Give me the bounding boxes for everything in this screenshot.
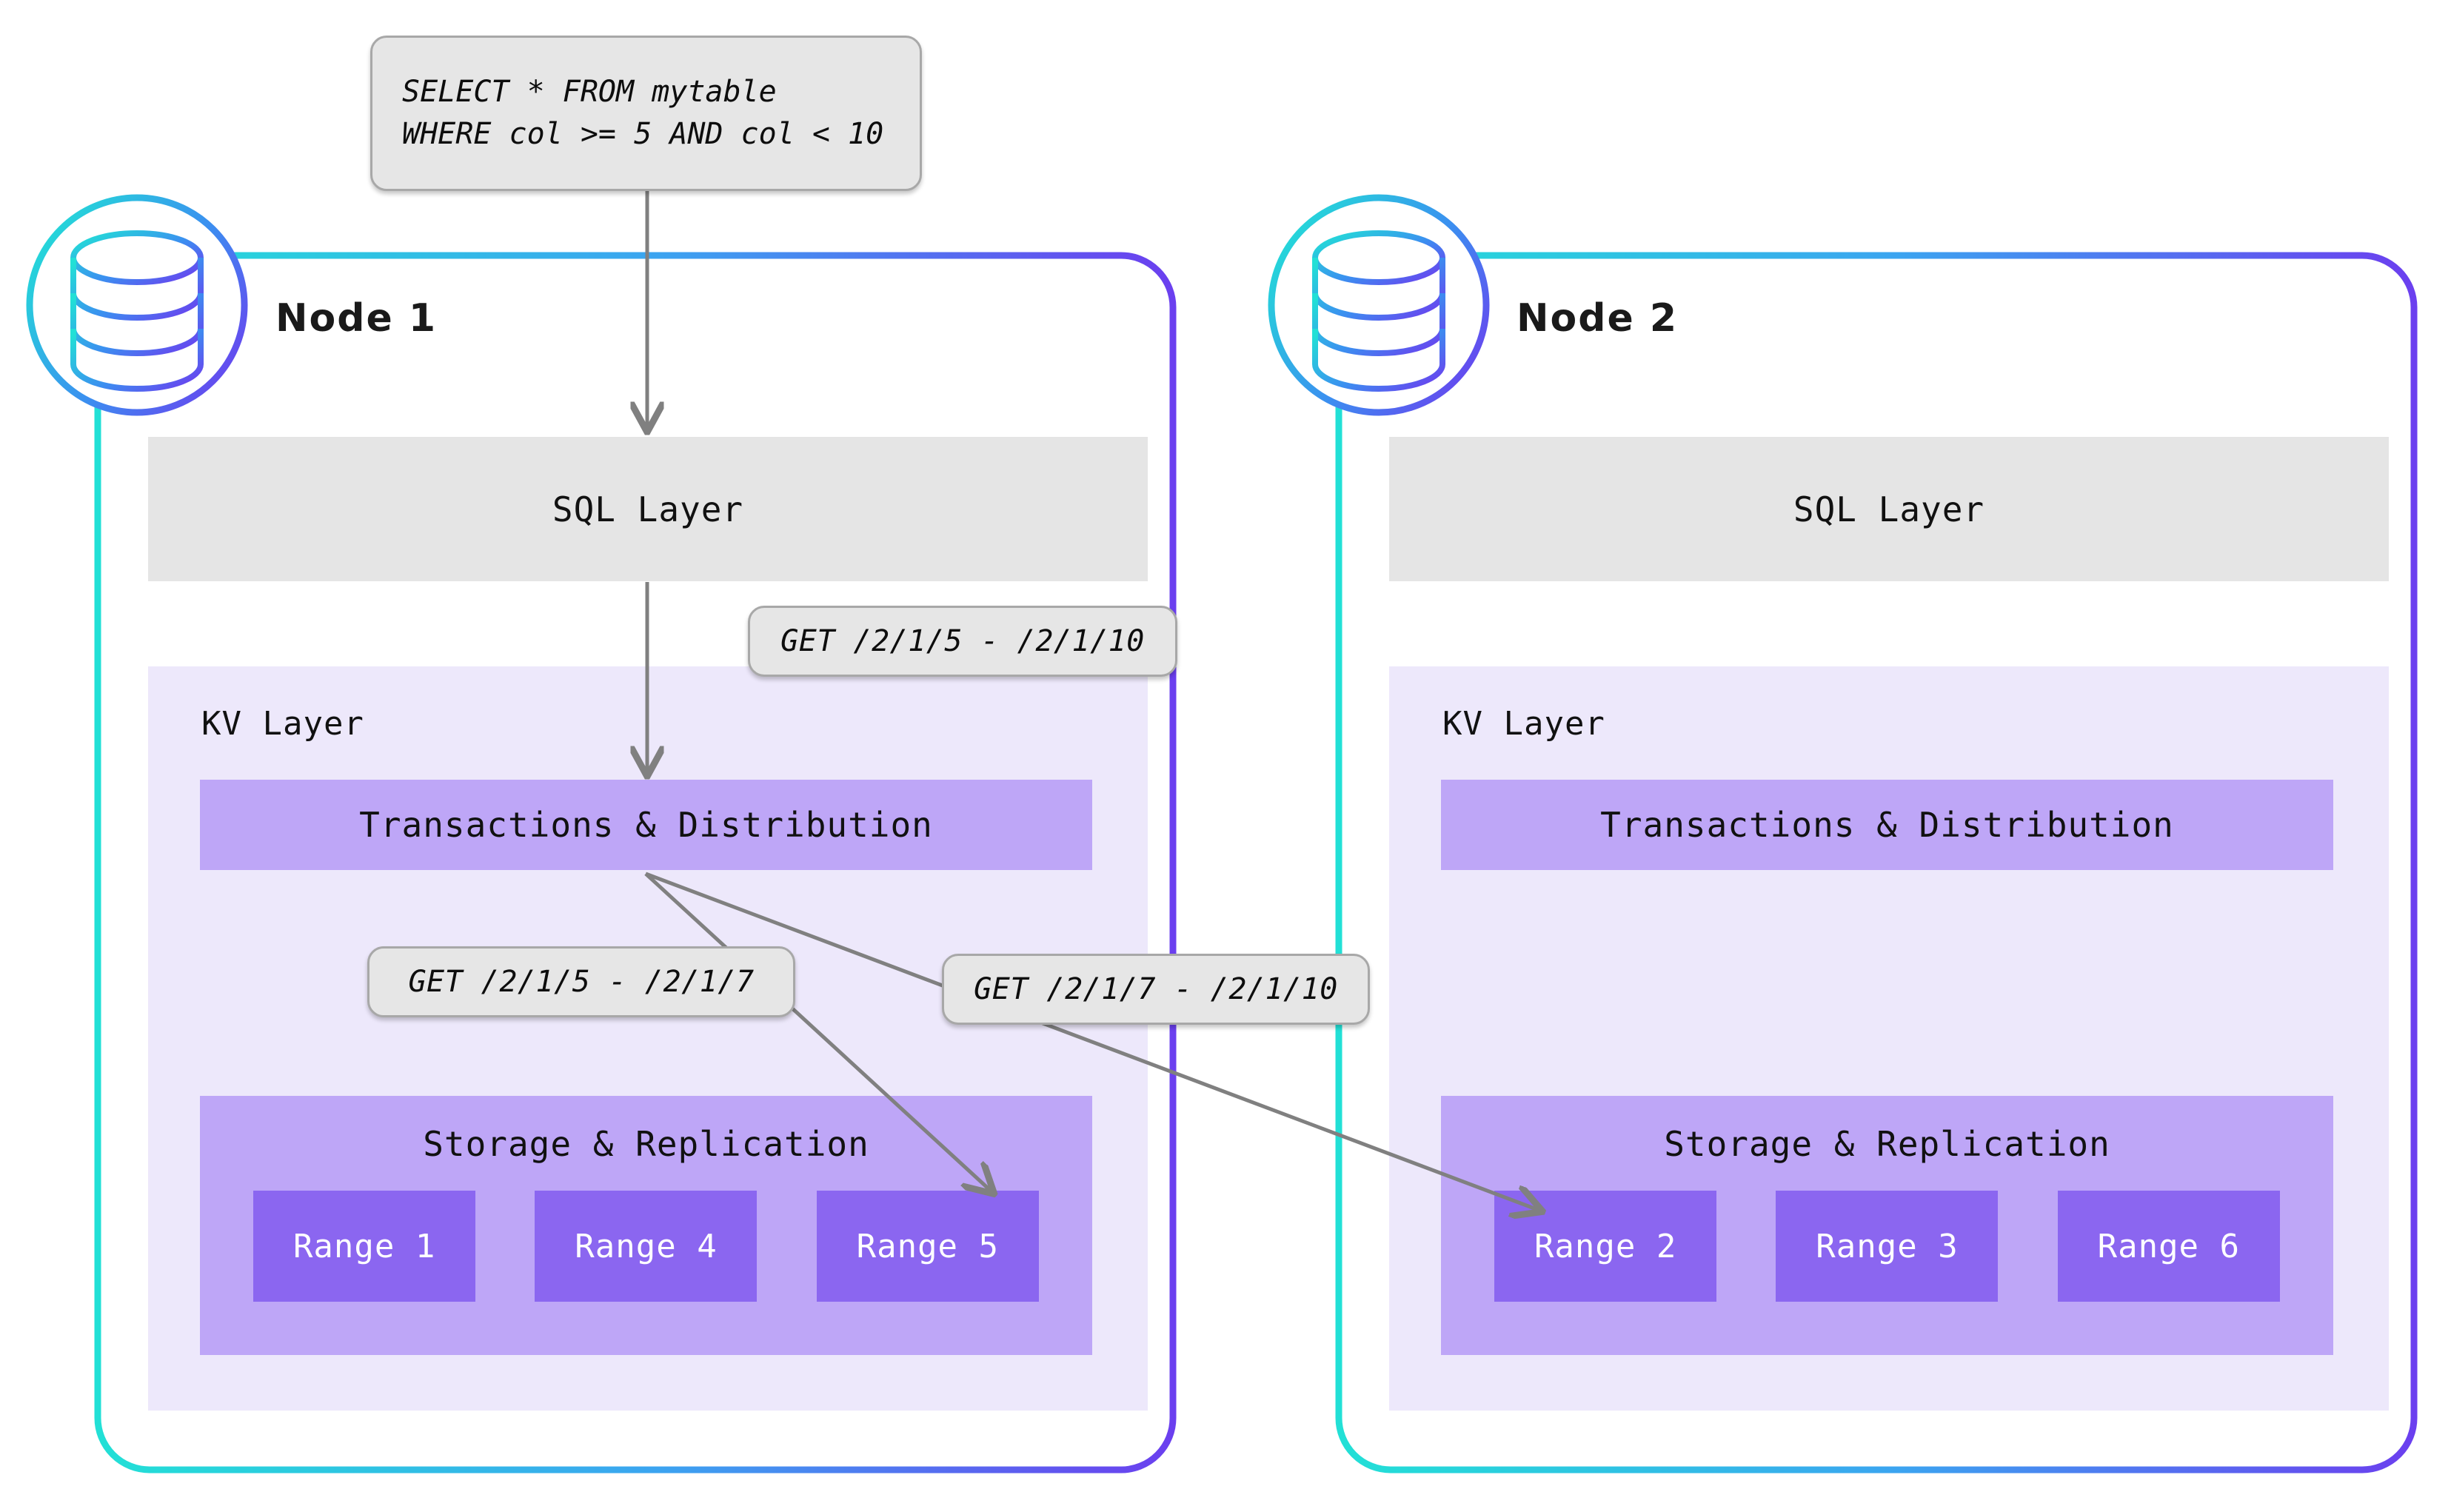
node-2-transactions-box: Transactions & Distribution — [1441, 780, 2333, 870]
get-request-range2-chip: GET /2/1/7 - /2/1/10 — [942, 954, 1370, 1025]
range-box[interactable]: Range 2 — [1494, 1191, 1717, 1302]
node-2-storage-label: Storage & Replication — [1664, 1124, 2110, 1164]
node-1-range-row: Range 1 Range 4 Range 5 — [200, 1191, 1092, 1302]
node-1-title: Node 1 — [275, 296, 438, 341]
sql-query-chip: SELECT * FROM mytable WHERE col >= 5 AND… — [370, 36, 922, 191]
database-icon — [70, 230, 204, 392]
node-2-kv-layer-label: KV Layer — [1442, 705, 1605, 743]
node-1-transactions-label: Transactions & Distribution — [359, 805, 933, 845]
node-1-badge — [26, 194, 248, 416]
sql-query-line-1: SELECT * FROM mytable — [402, 75, 777, 110]
node-1-transactions-box: Transactions & Distribution — [200, 780, 1092, 870]
node-1-sql-layer: SQL Layer — [148, 437, 1148, 581]
node-1-sql-layer-label: SQL Layer — [552, 489, 744, 529]
node-2-storage-box: Storage & Replication Range 2 Range 3 Ra… — [1441, 1096, 2333, 1355]
range-box[interactable]: Range 5 — [816, 1191, 1039, 1302]
node-2-range-row: Range 2 Range 3 Range 6 — [1441, 1191, 2333, 1302]
node-2-title: Node 2 — [1517, 296, 1679, 341]
node-2-badge — [1268, 194, 1490, 416]
node-1-kv-layer-label: KV Layer — [201, 705, 364, 743]
node-1-storage-box: Storage & Replication Range 1 Range 4 Ra… — [200, 1096, 1092, 1355]
node-1-storage-label: Storage & Replication — [423, 1124, 869, 1164]
node-2-sql-layer: SQL Layer — [1389, 437, 2389, 581]
range-box[interactable]: Range 6 — [2057, 1191, 2280, 1302]
get-request-range5-chip: GET /2/1/5 - /2/1/7 — [367, 946, 795, 1017]
range-box[interactable]: Range 3 — [1776, 1191, 1999, 1302]
get-request-sql-to-kv-chip: GET /2/1/5 - /2/1/10 — [748, 606, 1177, 677]
sql-query-line-2: WHERE col >= 5 AND col < 10 — [402, 117, 884, 151]
node-2-sql-layer-label: SQL Layer — [1793, 489, 1985, 529]
range-box[interactable]: Range 4 — [535, 1191, 758, 1302]
range-box[interactable]: Range 1 — [253, 1191, 476, 1302]
database-icon — [1312, 230, 1445, 392]
node-2-transactions-label: Transactions & Distribution — [1600, 805, 2174, 845]
